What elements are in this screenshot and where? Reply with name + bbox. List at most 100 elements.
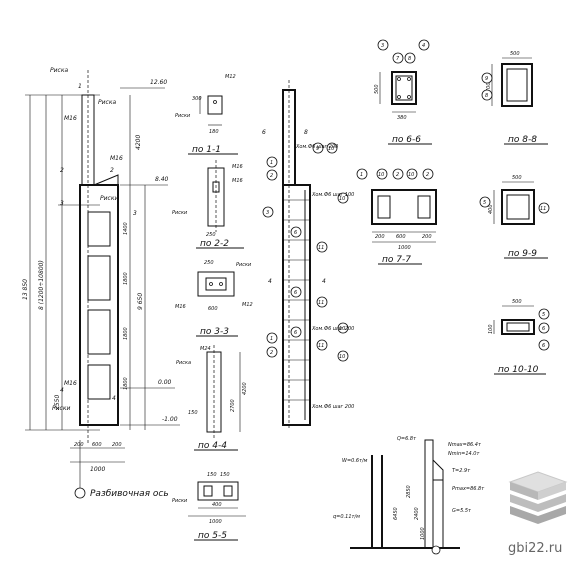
load-d2: 2850 xyxy=(406,485,412,498)
panel-dim-4: 1800 xyxy=(123,377,129,390)
rebar-note-4: Хом.Ф6 шаг 200 xyxy=(311,404,354,410)
risk-label-1: Риска xyxy=(50,67,68,74)
svg-text:9: 9 xyxy=(316,146,319,152)
load-d3: 2400 xyxy=(414,507,420,520)
section-2-2: М16 Риски М16 250 по 2-2 xyxy=(172,160,244,249)
s3-width: 600 xyxy=(208,306,218,312)
s5-risk: Риски xyxy=(172,498,188,504)
bolt-label-2: М16 xyxy=(110,155,123,162)
s4-h1: 4200 xyxy=(242,382,248,395)
section-title-10: по 10-10 xyxy=(498,365,539,375)
s1-width: 180 xyxy=(209,129,219,135)
s3-dim: 250 xyxy=(204,260,214,266)
svg-text:10: 10 xyxy=(328,146,334,152)
svg-text:11: 11 xyxy=(540,206,546,212)
load-nmin: Nmin=14.0т xyxy=(448,451,480,457)
s2-bolt2: М16 xyxy=(232,178,243,184)
s7-total: 1000 xyxy=(398,245,411,251)
watermark-logo xyxy=(508,471,568,524)
svg-text:10: 10 xyxy=(378,172,384,178)
load-w: W=0.6т/м xyxy=(342,458,368,464)
s8-h: 700 xyxy=(486,82,492,92)
section-title-9: по 9-9 xyxy=(508,249,537,259)
s1-dim: 300 xyxy=(192,96,202,102)
load-scheme: Q=6.8т Nmax=86.4т Nmin=14.0т T=2.9т Pmax… xyxy=(333,436,485,555)
cut-mark-8: 4 xyxy=(112,395,116,402)
section-6-6: 500 380 3 7 8 4 по 6-6 xyxy=(374,39,432,145)
s10-w: 500 xyxy=(512,299,522,305)
s5-total: 1000 xyxy=(209,519,222,525)
svg-text:10: 10 xyxy=(339,326,345,332)
svg-text:11: 11 xyxy=(318,245,324,251)
svg-text:1: 1 xyxy=(360,172,363,178)
load-d1: 6450 xyxy=(393,507,399,520)
dim-mid: 8 (1200÷10800) xyxy=(38,260,45,310)
s6-w: 380 xyxy=(397,115,407,121)
rebar-note-1: Хом.Ф6 шаг 200 xyxy=(295,144,338,150)
svg-text:5: 5 xyxy=(483,200,486,206)
risk-label-4: Риски xyxy=(52,405,70,412)
svg-text:6: 6 xyxy=(542,326,545,332)
svg-text:2: 2 xyxy=(270,173,273,179)
svg-text:10: 10 xyxy=(339,354,345,360)
svg-text:5: 5 xyxy=(542,312,545,318)
svg-text:6: 6 xyxy=(294,330,297,336)
section-title-2: по 2-2 xyxy=(200,239,229,249)
svg-text:3: 3 xyxy=(266,210,269,216)
svg-text:8: 8 xyxy=(408,56,411,62)
dim-right: 9 650 xyxy=(137,293,144,310)
svg-text:10: 10 xyxy=(408,172,414,178)
footing-dim-1: 200 xyxy=(74,442,84,448)
svg-text:2: 2 xyxy=(426,172,429,178)
svg-text:11: 11 xyxy=(318,343,324,349)
svg-text:6: 6 xyxy=(294,290,297,296)
column-elevation: 13 850 8 (1200÷10800) 2550 4200 9 650 14… xyxy=(22,67,180,499)
bolt-label-3: М16 xyxy=(64,380,77,387)
cut-mark-3: 2 xyxy=(60,167,64,174)
footing-total: 1000 xyxy=(90,466,105,473)
section-10-10: 500 100 5 6 6 по 10-10 xyxy=(488,299,550,375)
s5-d1: 150 xyxy=(207,472,217,478)
s6-h: 500 xyxy=(374,84,380,94)
s2-risk: Риски xyxy=(172,210,188,216)
section-3-3: М16 Риски М12 250 600 по 3-3 xyxy=(175,260,253,337)
cut-mark-4: 2 xyxy=(110,167,114,174)
rebar-top-6: 6 xyxy=(262,129,266,136)
svg-text:1: 1 xyxy=(270,160,273,166)
watermark-text: gbi22.ru xyxy=(508,541,562,556)
svg-text:3: 3 xyxy=(381,43,384,49)
panel-dim-2: 1800 xyxy=(123,272,129,285)
risk-label-3: Риски xyxy=(100,195,118,202)
section-1-1: М12 300 Риски 180 по 1-1 xyxy=(175,74,238,155)
s3-bolt: М16 xyxy=(175,304,186,310)
load-q: Q=6.8т xyxy=(397,436,417,442)
svg-text:2: 2 xyxy=(270,350,273,356)
s4-risk: Риска xyxy=(176,360,191,366)
footing-dim-3: 200 xyxy=(112,442,122,448)
load-pmax: Pmax=86.8т xyxy=(452,486,485,492)
svg-text:4: 4 xyxy=(422,43,425,49)
s1-bolt: М12 xyxy=(225,74,236,80)
s10-h: 100 xyxy=(488,324,494,334)
s3-risk: Риски xyxy=(236,262,252,268)
section-title-6: по 6-6 xyxy=(392,135,421,145)
bolt-label-1: М16 xyxy=(64,115,77,122)
s3-bolt2: М12 xyxy=(242,302,253,308)
section-title-1: по 1-1 xyxy=(192,145,221,155)
section-title-5: по 5-5 xyxy=(198,531,227,541)
svg-text:6: 6 xyxy=(294,230,297,236)
cut-mark-6: 3 xyxy=(133,210,137,217)
s1-risk: Риски xyxy=(175,113,191,119)
axis-label: Разбивочная ось xyxy=(90,489,169,499)
panel-dim-1: 1400 xyxy=(123,222,129,235)
rebar-note-2: Хом.Ф6 шаг 100 xyxy=(311,192,354,198)
section-title-3: по 3-3 xyxy=(200,327,229,337)
section-title-4: по 4-4 xyxy=(198,441,227,451)
svg-text:1: 1 xyxy=(270,336,273,342)
s4-bolt: М24 xyxy=(200,346,211,352)
svg-text:7: 7 xyxy=(396,56,400,62)
section-8-8: 500 700 9 8 по 8-8 xyxy=(481,51,548,145)
elev-top: 12.60 xyxy=(150,79,167,86)
section-4-4: М24 Риска 150 4200 2700 по 4-4 xyxy=(176,345,248,451)
rebar-label-7: 4 xyxy=(268,278,272,285)
